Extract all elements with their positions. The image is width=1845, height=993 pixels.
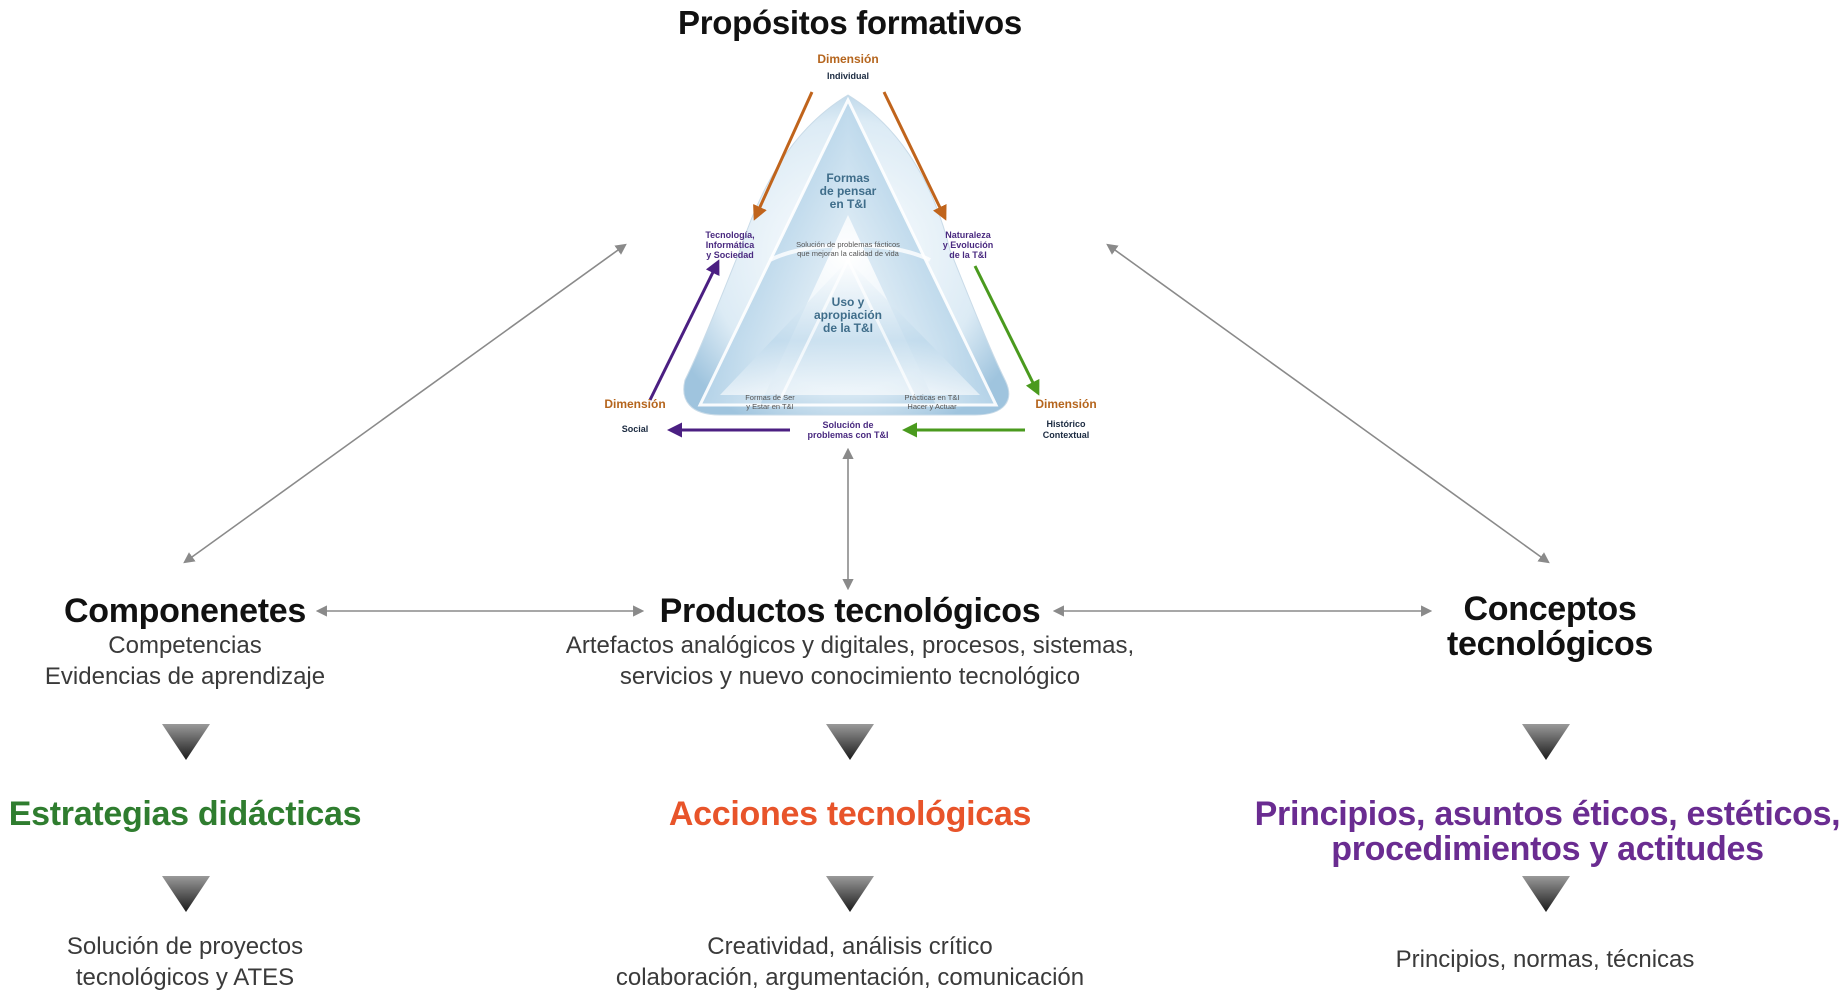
arrow-individual-left [753, 91, 814, 221]
center-middle-line: de la T&I [822, 321, 873, 336]
right-vertex-line: y Evolución [942, 239, 994, 250]
principios-title: Principios, asuntos éticos, estéticos, p… [1250, 797, 1845, 867]
estrategias-line: tecnológicos y ATES [75, 964, 295, 991]
bottom-vertex-line: problemas con T&I [807, 429, 889, 440]
bottom-left-band-line: Formas de Ser [745, 393, 795, 402]
productos-lines: Artefactos analógicos y digitales, proce… [500, 630, 1200, 692]
center-top-line: Formas [826, 171, 870, 185]
arrow-individual-right [882, 91, 947, 221]
conceptos-title-line: Conceptos [1463, 590, 1637, 628]
bottom-vertex-line: Solución de [822, 420, 874, 430]
dimension-historico-sub-1: Histórico [1046, 419, 1086, 429]
principios-title-line: Principios, asuntos éticos, estéticos, [1254, 795, 1841, 833]
componentes-lines: Competencias Evidencias de aprendizaje [0, 630, 370, 692]
bottom-right-band-label: Prácticas en T&I Hacer y Actuar [882, 393, 982, 411]
conceptos-title: Conceptos tecnológicos [1400, 592, 1700, 662]
top-band-label: Solución de problemas fácticos que mejor… [773, 240, 923, 258]
right-vertex-line: de la T&I [949, 249, 987, 260]
bottom-right-band-line: Prácticas en T&I [904, 393, 960, 402]
componentes-title: Componenetes [64, 592, 306, 630]
left-vertex-line: Informática [705, 239, 755, 250]
principios-title-line: procedimientos y actitudes [1331, 830, 1764, 868]
chevron-down-icon [162, 724, 210, 760]
estrategias-line: Solución de proyectos [66, 933, 304, 960]
left-vertex-line: Tecnología, [705, 230, 755, 240]
center-top-line: de pensar [819, 184, 877, 199]
center-middle-label: Uso y apropiación de la T&I [793, 295, 903, 336]
dimension-individual-title: Dimensión [817, 52, 879, 66]
dimension-social-title: Dimensión [604, 397, 666, 411]
connector-triangle-right [1106, 243, 1550, 564]
bottom-right-band-line: Hacer y Actuar [907, 402, 957, 411]
componentes-line: Evidencias de aprendizaje [44, 663, 326, 690]
principios-lines: Principios, normas, técnicas [1300, 944, 1790, 975]
arrow-historico-up [973, 265, 1040, 396]
center-top-label: Formas de pensar en T&I [798, 171, 898, 212]
center-middle-line: Uso y [831, 295, 865, 309]
dimension-historico-title: Dimensión [1035, 397, 1097, 411]
dimension-social-sub: Social [621, 424, 649, 434]
estrategias-title: Estrategias didácticas [8, 795, 362, 833]
top-band-line: Solución de problemas fácticos [796, 240, 900, 249]
connector-triangle-left [183, 243, 627, 564]
bottom-left-band-line: y Estar en T&I [746, 402, 794, 411]
left-vertex-label: Tecnología, Informática y Sociedad [690, 230, 770, 261]
right-vertex-label: Naturaleza y Evolución de la T&I [928, 230, 1008, 261]
productos-line: Artefactos analógicos y digitales, proce… [565, 632, 1135, 659]
page-title: Propósitos formativos [678, 4, 1022, 41]
chevron-down-icon [826, 876, 874, 912]
center-middle-line: apropiación [813, 308, 882, 323]
bottom-left-band-label: Formas de Ser y Estar en T&I [720, 393, 820, 411]
chevron-down-icon [1522, 724, 1570, 760]
productos-title: Productos tecnológicos [659, 592, 1041, 630]
principios-line: Principios, normas, técnicas [1395, 946, 1695, 973]
acciones-line: Creatividad, análisis crítico [707, 933, 993, 960]
bottom-vertex-label: Solución de problemas con T&I [788, 420, 908, 441]
chevron-down-icon [1522, 876, 1570, 912]
top-band-line: que mejoran la calidad de vida [797, 249, 899, 258]
center-top-line: en T&I [829, 197, 867, 212]
acciones-lines: Creatividad, análisis crítico colaboraci… [520, 931, 1180, 993]
estrategias-lines: Solución de proyectos tecnológicos y ATE… [0, 931, 370, 993]
right-vertex-line: Naturaleza [945, 230, 991, 240]
acciones-title: Acciones tecnológicas [668, 795, 1032, 833]
left-vertex-line: y Sociedad [706, 249, 754, 260]
conceptos-title-line: tecnológicos [1446, 625, 1654, 663]
arrow-social-up [648, 259, 720, 401]
acciones-line: colaboración, argumentación, comunicació… [615, 964, 1085, 991]
componentes-line: Competencias [108, 632, 262, 659]
purpose-triangle [683, 94, 1010, 416]
chevron-down-icon [162, 876, 210, 912]
productos-line: servicios y nuevo conocimiento tecnológi… [619, 663, 1081, 690]
chevron-down-icon [826, 724, 874, 760]
dimension-individual-sub: Individual [826, 71, 869, 81]
dimension-historico-sub-2: Contextual [1042, 430, 1090, 440]
